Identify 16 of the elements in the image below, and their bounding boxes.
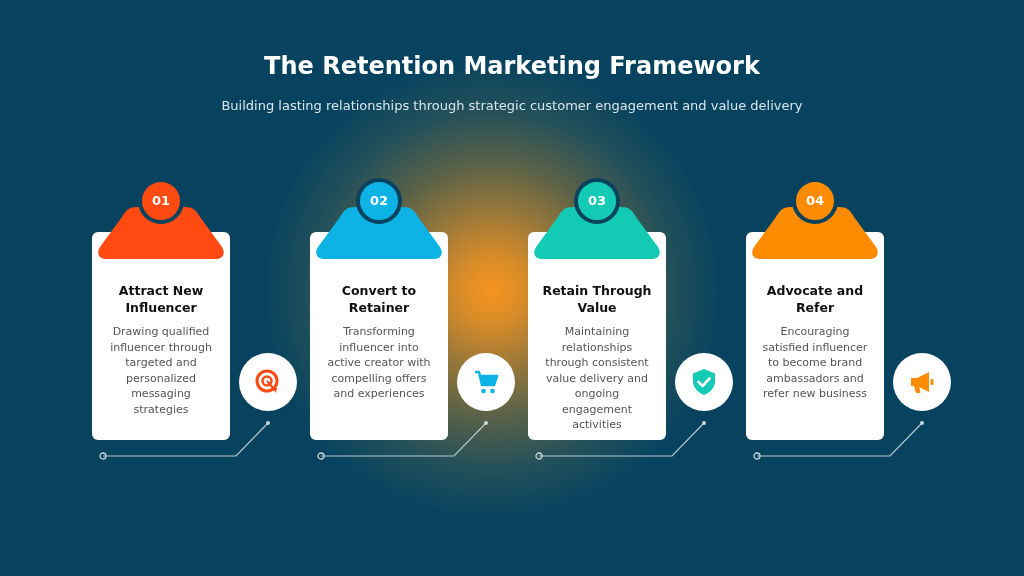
card-description: Maintaining relationships through consistent value delivery and ongoing engagement activities xyxy=(544,324,650,433)
card-tab xyxy=(315,207,443,259)
card-heading: Convert to Retainer xyxy=(340,282,418,316)
number-circle: 02 xyxy=(356,178,402,224)
card-tab xyxy=(751,207,879,259)
card-heading: Retain Through Value xyxy=(541,282,653,316)
subtitle: Building lasting relationships through strategic customer engagement and value delivery xyxy=(221,98,803,113)
diagram-title: The Retention Marketing Framework xyxy=(264,52,760,80)
card-description: Encouraging satisfied influencer to become brand ambassadors and refer new business xyxy=(761,324,869,402)
card-heading: Advocate and Refer xyxy=(765,282,865,316)
card-description: Transforming influencer into active creator with compelling offers and experiences xyxy=(326,324,432,402)
card-tab xyxy=(97,207,225,259)
card-tab xyxy=(533,207,661,259)
number-circle: 03 xyxy=(574,178,620,224)
card-heading: Attract New Influencer xyxy=(117,282,205,316)
card-description: Drawing qualified influencer through targeted and personalized messaging strategies xyxy=(109,324,213,417)
